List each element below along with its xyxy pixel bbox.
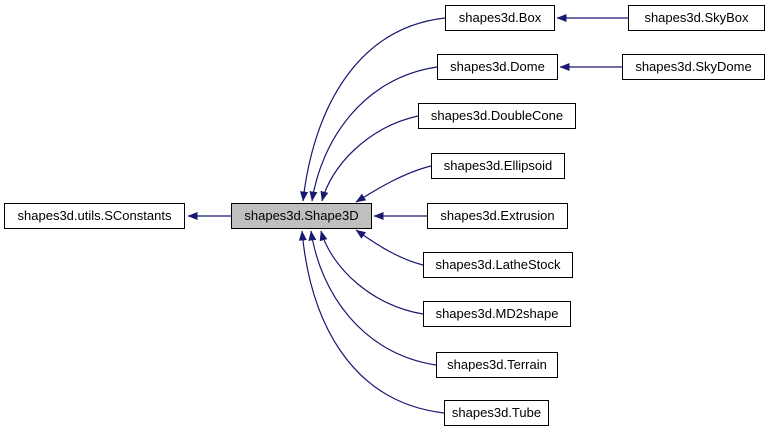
edge-dome-to-shape3d bbox=[309, 66, 438, 202]
node-shapes3d-box[interactable]: shapes3d.Box bbox=[445, 5, 555, 31]
edge-doublecone-to-shape3d bbox=[320, 115, 419, 202]
node-shapes3d-terrain[interactable]: shapes3d.Terrain bbox=[436, 352, 558, 378]
node-shapes3d-skydome[interactable]: shapes3d.SkyDome bbox=[622, 54, 765, 80]
node-shapes3d-tube[interactable]: shapes3d.Tube bbox=[444, 400, 549, 426]
node-shapes3d-extrusion[interactable]: shapes3d.Extrusion bbox=[427, 203, 568, 229]
node-shapes3d-ellipsoid[interactable]: shapes3d.Ellipsoid bbox=[431, 153, 565, 179]
node-shapes3d-skybox[interactable]: shapes3d.SkyBox bbox=[628, 5, 765, 31]
node-shapes3d-md2shape[interactable]: shapes3d.MD2shape bbox=[423, 301, 571, 327]
edge-md2shape-to-shape3d bbox=[319, 230, 424, 315]
edge-terrain-to-shape3d bbox=[308, 230, 437, 366]
node-shapes3d-lathestock[interactable]: shapes3d.LatheStock bbox=[423, 252, 573, 278]
edge-lathestock-to-shape3d bbox=[355, 229, 424, 266]
node-shapes3d-utils-sconstants[interactable]: shapes3d.utils.SConstants bbox=[4, 203, 185, 229]
node-shapes3d-doublecone[interactable]: shapes3d.DoubleCone bbox=[418, 103, 576, 129]
edge-tube-to-shape3d bbox=[298, 230, 445, 414]
node-shapes3d-dome[interactable]: shapes3d.Dome bbox=[437, 54, 558, 80]
edge-ellipsoid-to-shape3d bbox=[355, 165, 432, 203]
edge-box-to-shape3d bbox=[300, 17, 446, 202]
node-shapes3d-shape3d: shapes3d.Shape3D bbox=[231, 203, 372, 229]
